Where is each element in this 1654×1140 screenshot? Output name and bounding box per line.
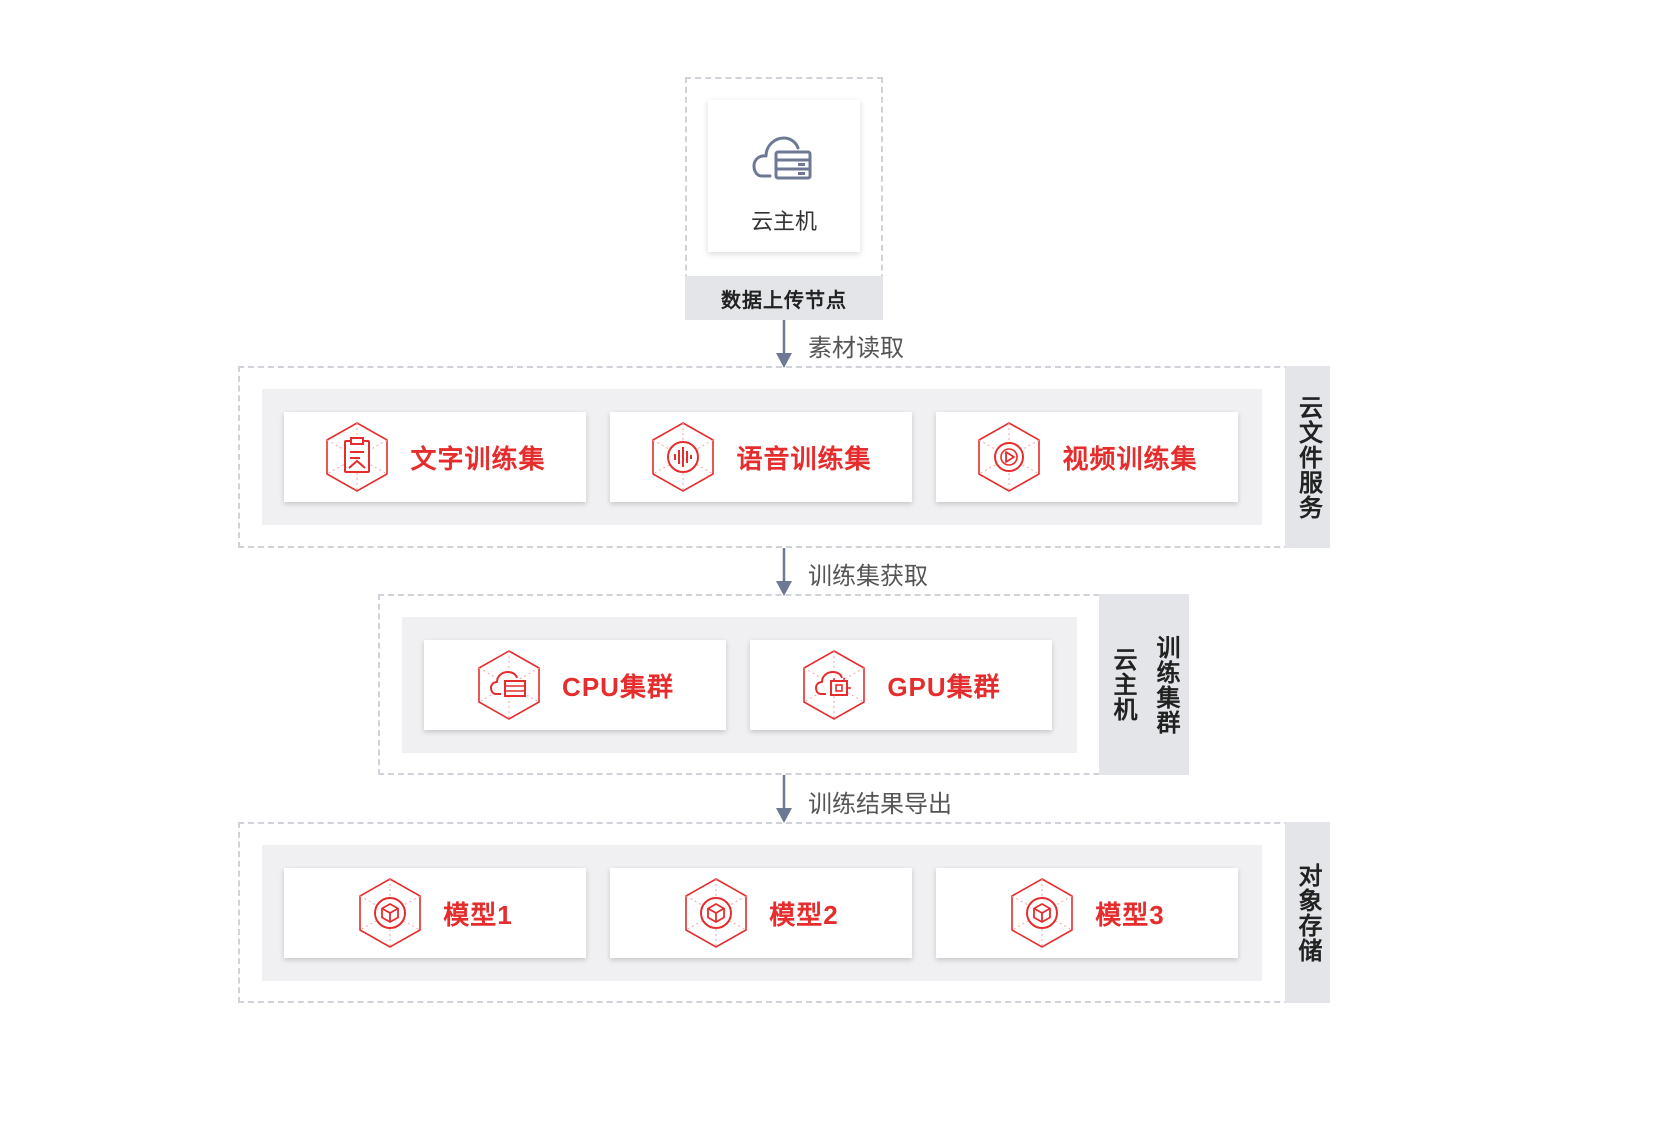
arrow-down-3 [776,775,792,823]
dataset-label-text: 文字训练集 [410,443,546,474]
text-dataset-icon [326,422,389,492]
dataset-label-audio: 语音训练集 [736,443,872,474]
cloud-file-service-label: 云文件服务 [1285,366,1330,548]
cpu-cluster-icon [478,650,540,720]
training-cluster-label-col1: 训练集群 [1152,634,1179,735]
dataset-label-video: 视频训练集 [1062,443,1198,474]
cloud-file-service-text: 云文件服务 [1294,394,1322,520]
cloud-server-icon [752,136,812,180]
model-label-1: 模型1 [443,899,513,930]
arrow-label-material-read: 素材读取 [808,335,904,362]
arrow-down-2 [776,548,792,596]
model-cube-icon [1011,878,1074,948]
cluster-label-cpu: CPU集群 [562,671,674,702]
model-card-1[interactable]: 模型1 [284,868,586,958]
training-cluster-label-col2: 云主机 [1109,647,1136,722]
dataset-card-video[interactable]: 视频训练集 [936,412,1238,502]
cloud-host-label: 云主机 [750,209,817,234]
training-cluster-label: 训练集群 云主机 [1099,594,1189,775]
cluster-label-gpu: GPU集群 [887,671,1001,702]
cluster-card-cpu[interactable]: CPU集群 [424,640,726,730]
model-card-3[interactable]: 模型3 [936,868,1238,958]
arrow-down-1 [776,320,792,368]
arrow-label-result-export: 训练结果导出 [808,791,952,818]
dataset-card-text[interactable]: 文字训练集 [284,412,586,502]
model-cube-icon [359,878,422,948]
video-dataset-icon [978,422,1041,492]
model-card-2[interactable]: 模型2 [610,868,912,958]
cloud-host-card[interactable]: 云主机 [708,100,860,252]
model-label-3: 模型3 [1095,899,1165,930]
model-cube-icon [685,878,748,948]
model-label-2: 模型2 [769,899,839,930]
audio-dataset-icon [652,422,715,492]
gpu-cluster-icon [803,650,866,720]
cluster-card-gpu[interactable]: GPU集群 [750,640,1052,730]
object-storage-label: 对象存储 [1285,822,1330,1003]
dataset-card-audio[interactable]: 语音训练集 [610,412,912,502]
upload-node-label: 数据上传节点 [685,276,883,320]
arrow-label-dataset-fetch: 训练集获取 [808,563,928,590]
